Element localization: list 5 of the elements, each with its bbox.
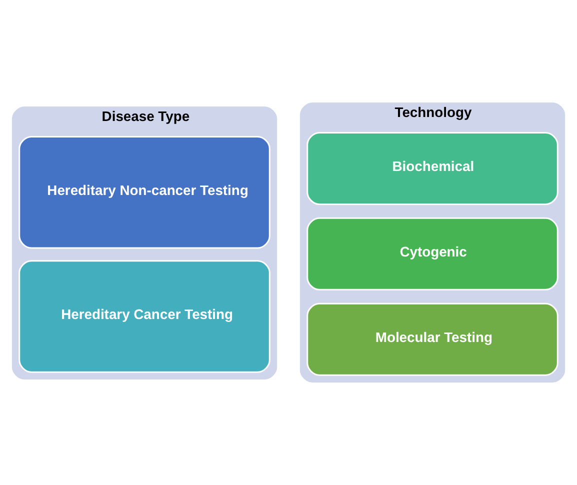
node-box: Hereditary Cancer Testing (18, 260, 270, 373)
node-box: Cytogenic (306, 217, 558, 290)
node-box: Hereditary Non-cancer Testing (18, 136, 270, 249)
node-box: Biochemical (306, 132, 558, 205)
node-box: Molecular Testing (306, 302, 558, 376)
